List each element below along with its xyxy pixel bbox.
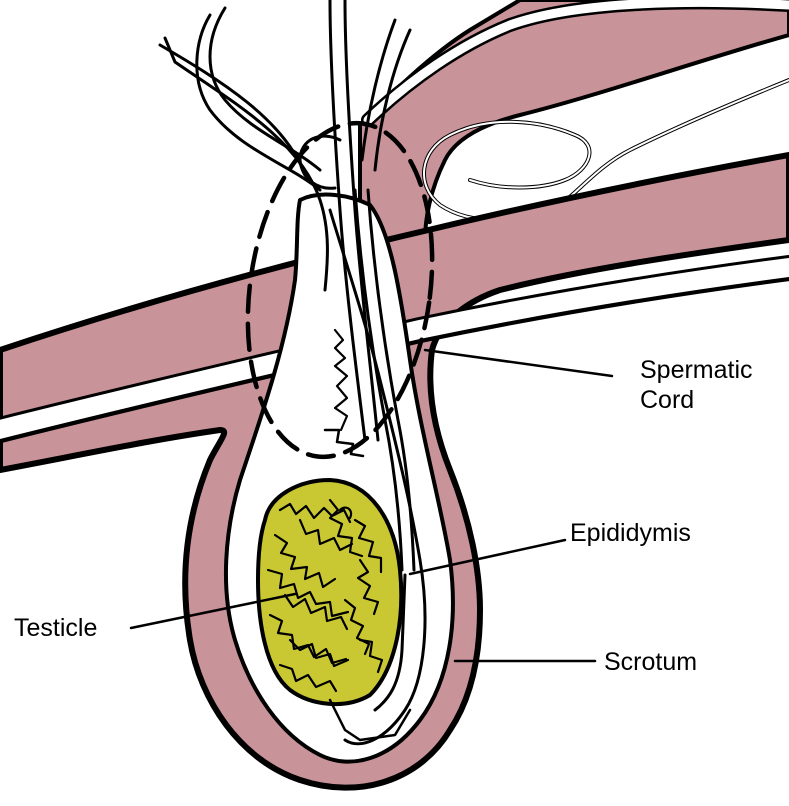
label-epididymis: Epididymis <box>570 519 691 549</box>
callout-spermatic-cord <box>425 350 612 376</box>
label-testicle: Testicle <box>14 614 97 644</box>
label-spermatic-cord: Spermatic Cord <box>640 356 753 415</box>
label-scrotum: Scrotum <box>604 648 697 678</box>
